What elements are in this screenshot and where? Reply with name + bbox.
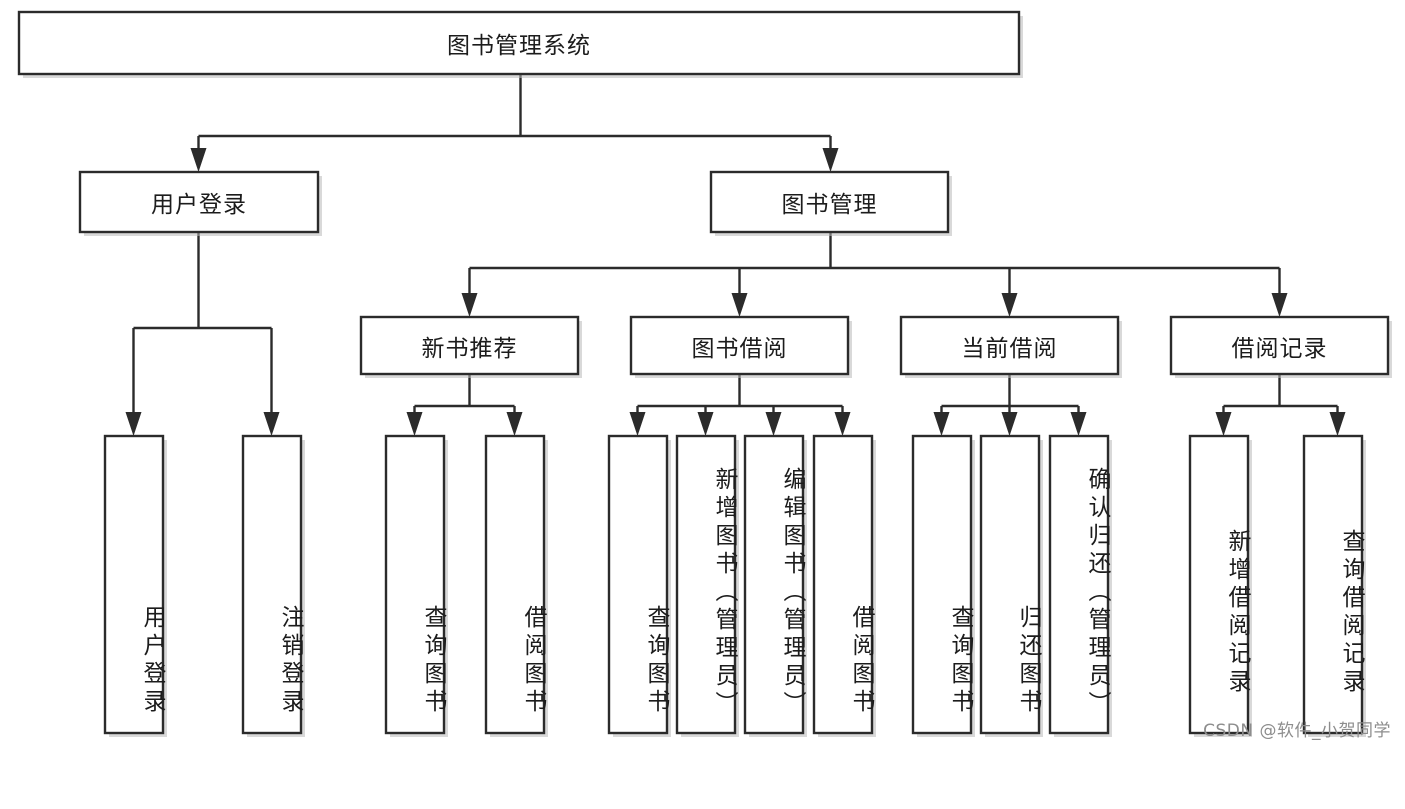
node-leaf-add-record-box[interactable] bbox=[1188, 434, 1250, 735]
arrow-head-leaf-logout-login bbox=[263, 412, 280, 436]
arrow-head-book-borrow bbox=[731, 293, 748, 317]
csdn-watermark: CSDN @软件_小贺同学 bbox=[1203, 721, 1391, 741]
arrow-head-leaf-add-record bbox=[1215, 412, 1232, 436]
arrow-head-leaf-query-book-rec bbox=[406, 412, 423, 436]
node-leaf-borrow-book-rec-box[interactable] bbox=[484, 434, 546, 735]
arrow-head-leaf-query-record bbox=[1329, 412, 1346, 436]
node-leaf-borrow-book-box[interactable] bbox=[812, 434, 874, 735]
arrow-head-current-borrow bbox=[1001, 293, 1018, 317]
node-leaf-return-book-box[interactable] bbox=[979, 434, 1041, 735]
arrow-head-leaf-add-book bbox=[697, 412, 714, 436]
node-book-manage-box[interactable] bbox=[709, 170, 950, 234]
node-root-box[interactable] bbox=[17, 10, 1021, 76]
flowchart-canvas: 图书管理系统 用户登录 图书管理 新书推荐 图书借阅 当前借阅 借阅记录 用户登… bbox=[17, 10, 1392, 741]
node-leaf-query-book-cur-box[interactable] bbox=[911, 434, 973, 735]
box-layer bbox=[17, 10, 1390, 735]
node-user-login-box[interactable] bbox=[78, 170, 320, 234]
arrow-head-user-login bbox=[190, 148, 207, 172]
node-leaf-user-login-box[interactable] bbox=[103, 434, 165, 735]
node-leaf-query-record-box[interactable] bbox=[1302, 434, 1364, 735]
node-current-borrow-box[interactable] bbox=[899, 315, 1120, 376]
arrow-head-borrow-record bbox=[1271, 293, 1288, 317]
node-leaf-query-book-rec-box[interactable] bbox=[384, 434, 446, 735]
node-leaf-edit-book-box[interactable] bbox=[743, 434, 805, 735]
node-leaf-add-book-box[interactable] bbox=[675, 434, 737, 735]
arrow-head-new-book-rec bbox=[461, 293, 478, 317]
node-borrow-record-box[interactable] bbox=[1169, 315, 1390, 376]
flowchart-svg bbox=[17, 10, 1392, 737]
node-book-borrow-box[interactable] bbox=[629, 315, 850, 376]
node-new-book-rec-box[interactable] bbox=[359, 315, 580, 376]
arrow-head-leaf-borrow-book bbox=[834, 412, 851, 436]
arrow-head-leaf-edit-book bbox=[765, 412, 782, 436]
node-leaf-confirm-return-box[interactable] bbox=[1048, 434, 1110, 735]
arrow-head-leaf-query-book-borrow bbox=[629, 412, 646, 436]
node-leaf-logout-login-box[interactable] bbox=[241, 434, 303, 735]
arrow-head-leaf-confirm-return bbox=[1070, 412, 1087, 436]
arrow-head-leaf-borrow-book-rec bbox=[506, 412, 523, 436]
node-leaf-query-book-borrow-box[interactable] bbox=[607, 434, 669, 735]
arrow-head-leaf-query-book-cur bbox=[933, 412, 950, 436]
arrow-head-leaf-return-book bbox=[1001, 412, 1018, 436]
arrow-head-book-manage bbox=[822, 148, 839, 172]
connector-layer bbox=[125, 74, 1346, 436]
arrow-head-leaf-user-login bbox=[125, 412, 142, 436]
